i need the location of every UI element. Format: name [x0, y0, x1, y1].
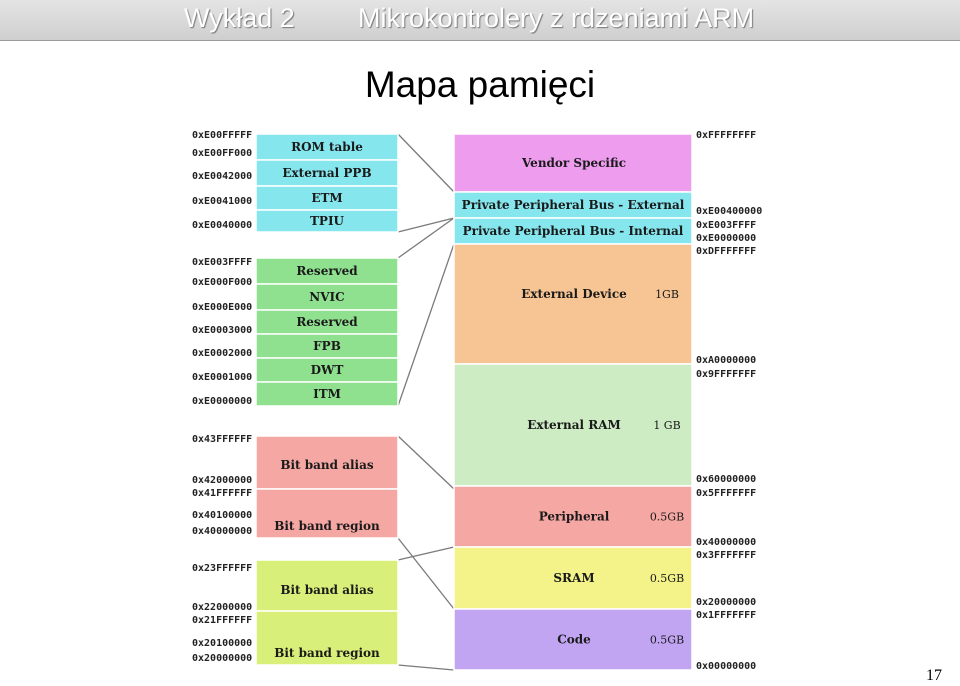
map-block-private-peripheral-bus-internal	[453, 217, 693, 245]
connector-line	[397, 133, 455, 193]
sram-bitband-label: Bit band region	[274, 646, 380, 660]
connector-line	[397, 546, 455, 561]
map-block-label: SRAM	[553, 571, 594, 585]
ppb-internal-address: 0xE0001000	[192, 372, 252, 383]
ppb-internal-label: DWT	[311, 363, 344, 377]
right-address: 0x1FFFFFFF	[696, 610, 756, 621]
course-title: Mikrokontrolery z rdzeniami ARM	[358, 3, 755, 33]
ppb-internal-label: ITM	[313, 387, 341, 401]
right-address: 0x40000000	[696, 537, 756, 548]
ppb-external-address: 0xE0041000	[192, 196, 252, 207]
ppb-internal-label: NVIC	[309, 290, 344, 304]
ppb-external-address: 0xE0040000	[192, 220, 252, 231]
peripheral-bitband-address: 0x42000000	[192, 475, 252, 486]
map-block-private-peripheral-bus-external	[453, 191, 693, 219]
map-block-size: 1 GB	[653, 419, 680, 432]
right-address: 0x60000000	[696, 474, 756, 485]
slide-title: Mapa pamięci	[364, 64, 596, 105]
right-address: 0x3FFFFFFF	[696, 550, 756, 561]
map-block-sram	[453, 546, 693, 610]
right-address: 0xDFFFFFFF	[696, 246, 756, 257]
peripheral-bitband-address: 0x41FFFFFF	[192, 488, 252, 499]
map-block-code	[453, 608, 693, 671]
ppb-external-block-external-ppb	[255, 159, 399, 187]
ppb-internal-label: Reserved	[296, 315, 358, 329]
sram-bitband-address: 0x20000000	[192, 653, 252, 664]
sram-bitband-address: 0x20100000	[192, 638, 252, 649]
right-address: 0x00000000	[696, 661, 756, 672]
right-address: 0xE0000000	[696, 233, 756, 244]
map-block-label: Peripheral	[539, 510, 610, 524]
connector-line	[397, 435, 455, 490]
right-address: 0xFFFFFFFF	[696, 130, 756, 141]
map-block-size: 1GB	[655, 288, 679, 301]
map-block-label: Private Peripheral Bus - Internal	[463, 224, 684, 238]
peripheral-bitband-address: 0x40100000	[192, 510, 252, 521]
ppb-internal-label: FPB	[313, 339, 341, 353]
ppb-external-block-etm	[255, 185, 399, 211]
page-number: 17	[926, 667, 942, 684]
peripheral-bitband-label: Bit band alias	[280, 458, 374, 472]
right-address: 0x5FFFFFFF	[696, 488, 756, 499]
ppb-internal-address: 0xE0000000	[192, 396, 252, 407]
ppb-internal-block-reserved	[255, 309, 399, 335]
ppb-external-label: TPIU	[310, 214, 345, 228]
ppb-external-label: External PPB	[282, 166, 371, 180]
peripheral-bitband-address: 0x43FFFFFF	[192, 434, 252, 445]
ppb-internal-address: 0xE000F000	[192, 277, 252, 288]
map-block-size: 0.5GB	[650, 572, 684, 585]
ppb-internal-block-itm	[255, 381, 399, 407]
map-block-label: External Device	[521, 287, 627, 301]
ppb-internal-address: 0xE000E000	[192, 302, 252, 313]
map-block-label: Code	[557, 633, 591, 647]
sram-bitband-address: 0x23FFFFFF	[192, 563, 252, 574]
peripheral-bitband-address: 0x40000000	[192, 526, 252, 537]
ppb-external-block-rom-table	[255, 133, 399, 161]
right-address: 0xE00400000	[696, 206, 762, 217]
peripheral-bitband-block-bit-band-region	[255, 488, 399, 539]
header-bar: Wykład 2 Mikrokontrolery z rdzeniami ARM	[0, 0, 960, 41]
ppb-external-block-tpiu	[255, 209, 399, 233]
ppb-internal-address: 0xE0002000	[192, 348, 252, 359]
ppb-external-address: 0xE00FFFFF	[192, 130, 252, 141]
ppb-external-address: 0xE00FF000	[192, 148, 252, 159]
map-block-label: Vendor Specific	[521, 156, 626, 170]
ppb-internal-block-dwt	[255, 357, 399, 383]
peripheral-bitband-label: Bit band region	[274, 519, 380, 533]
ppb-internal-block-fpb	[255, 333, 399, 359]
connector-line	[397, 243, 455, 407]
map-block-size: 0.5GB	[650, 511, 684, 524]
ppb-internal-block-nvic	[255, 283, 399, 311]
right-address: 0x20000000	[696, 597, 756, 608]
connector-line	[397, 217, 455, 233]
sram-bitband-address: 0x22000000	[192, 602, 252, 613]
map-block-size: 0.5GB	[650, 634, 684, 647]
connector-line	[397, 217, 455, 259]
sram-bitband-block-bit-band-alias	[255, 559, 399, 612]
ppb-internal-address: 0xE003FFFF	[192, 257, 252, 268]
peripheral-bitband-block-bit-band-alias	[255, 435, 399, 490]
sram-bitband-label: Bit band alias	[280, 583, 374, 597]
ppb-internal-block-reserved	[255, 257, 399, 285]
map-block-external-device	[453, 243, 693, 365]
map-block-label: Private Peripheral Bus - External	[462, 198, 685, 212]
connector-line	[397, 537, 455, 610]
ppb-external-address: 0xE0042000	[192, 171, 252, 182]
ppb-external-label: ROM table	[291, 140, 363, 154]
map-block-label: External RAM	[527, 418, 621, 432]
ppb-internal-address: 0xE0003000	[192, 325, 252, 336]
lecture-label: Wykład 2	[184, 3, 295, 33]
right-address: 0xA0000000	[696, 355, 756, 366]
right-address: 0xE003FFFF	[696, 220, 756, 231]
ppb-internal-label: Reserved	[296, 264, 358, 278]
connector-line	[397, 664, 455, 671]
sram-bitband-block-bit-band-region	[255, 610, 399, 666]
ppb-external-label: ETM	[311, 191, 342, 205]
sram-bitband-address: 0x21FFFFFF	[192, 615, 252, 626]
right-address: 0x9FFFFFFF	[696, 369, 756, 380]
